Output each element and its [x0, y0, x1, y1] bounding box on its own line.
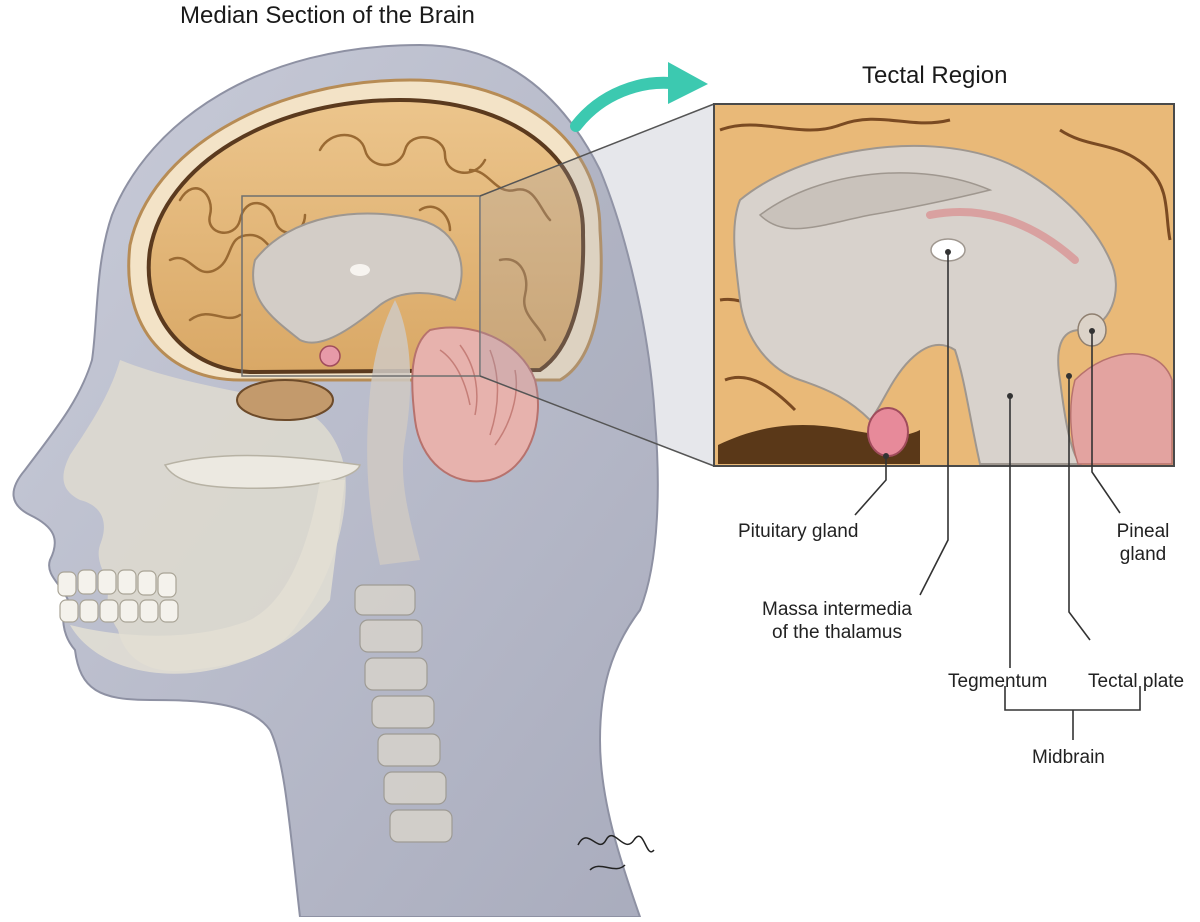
zoom-arrow: [570, 76, 686, 132]
pituitary-small: [319, 345, 341, 367]
cheekbone: [163, 454, 361, 490]
brainstem: [367, 300, 420, 565]
artist-signature: [577, 834, 655, 871]
label-tectal-plate: Tectal plate: [1088, 671, 1185, 692]
zoom-projection: [480, 104, 714, 466]
label-pituitary-gland: Pituitary gland: [738, 521, 859, 542]
label-midbrain: Midbrain: [1032, 747, 1105, 768]
mandible: [70, 480, 345, 674]
corpus-callosum: [252, 212, 463, 344]
gyri: [168, 133, 552, 342]
cerebellum-folia: [439, 344, 518, 446]
leader-lines: [854, 252, 1141, 740]
label-massa-line1: Massa intermedia: [762, 599, 912, 620]
cervical-spine: [354, 584, 453, 843]
tectal-inset: [713, 103, 1175, 467]
cerebellum: [411, 326, 539, 483]
zoom-line-top: [479, 103, 715, 197]
label-pineal-line2: gland: [1119, 544, 1167, 565]
teeth: [57, 569, 179, 623]
label-massa-line2: of the thalamus: [772, 622, 902, 643]
inset-title: Tectal Region: [862, 62, 1008, 89]
zoom-region-box: [241, 195, 481, 377]
label-pineal-gland: Pineal gland: [1108, 520, 1178, 566]
main-title: Median Section of the Brain: [180, 2, 475, 29]
label-pineal-line1: Pineal: [1116, 521, 1170, 542]
sphenoid-sinus: [236, 379, 334, 421]
label-tegmentum: Tegmentum: [948, 671, 1048, 692]
zoom-arrow-head: [668, 62, 708, 104]
label-massa-intermedia: Massa intermedia of the thalamus: [748, 598, 926, 644]
massa-intermedia-small: [350, 264, 370, 276]
zoom-line-bottom: [479, 375, 715, 467]
